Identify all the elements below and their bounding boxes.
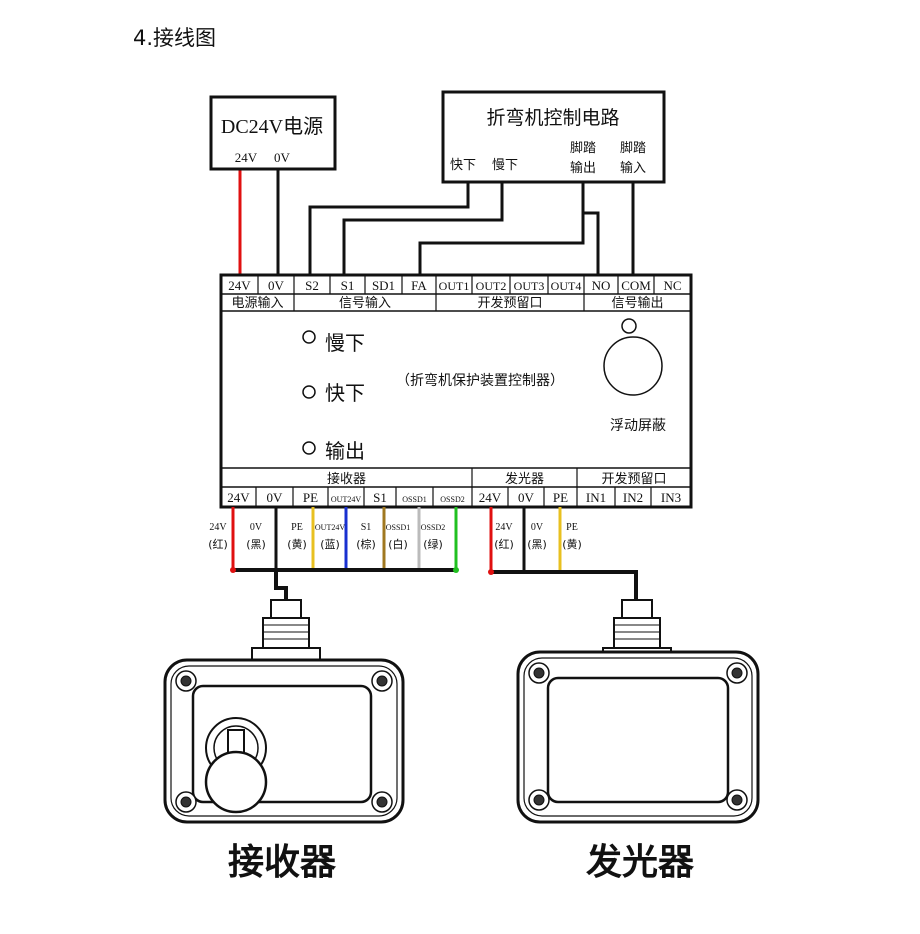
top-group-label: 信号输出 <box>611 295 663 311</box>
bottom-group-label: 发光器 <box>505 471 544 487</box>
key-switch-icon <box>204 717 268 814</box>
wire-label-terminal: S1 <box>361 522 372 533</box>
bottom-group-label: 接收器 <box>327 471 366 487</box>
indicator-slow-down: 慢下 <box>302 330 365 355</box>
receiver-device <box>163 599 405 824</box>
top-terminal-label: OUT3 <box>514 279 545 293</box>
bottom-terminal-label: 24V <box>227 490 250 505</box>
wire-label-color: (绿) <box>423 537 443 551</box>
wire-label-terminal: PE <box>291 522 303 533</box>
wire-label-terminal: OSSD1 <box>386 523 410 532</box>
top-terminal-label: NC <box>663 278 681 293</box>
float-shield-label: 浮动屏蔽 <box>610 418 666 434</box>
bottom-terminal-label: 0V <box>267 490 284 505</box>
label-foot-in-1: 脚踏 <box>620 140 646 156</box>
wire-label-color: (黑) <box>246 538 266 551</box>
page-heading: 4.接线图 <box>133 26 217 50</box>
top-terminal-label: OUT2 <box>476 279 507 293</box>
top-terminal-label: COM <box>621 278 651 293</box>
tx-bus <box>491 570 638 600</box>
wire-label-color: (蓝) <box>320 538 340 551</box>
label-foot-in-2: 输入 <box>620 160 646 176</box>
indicator-led-icon <box>302 330 316 344</box>
wire-fast-down <box>308 183 470 275</box>
bottom-terminal-label: IN3 <box>661 490 681 505</box>
indicator-fast-down: 快下 <box>302 381 365 405</box>
receiver-label: 接收器 <box>228 842 337 883</box>
power-terminal-0v: 0V <box>274 150 291 165</box>
emitter-label: 发光器 <box>586 842 695 883</box>
emitter-device <box>516 599 760 824</box>
bottom-terminal-label: OSSD1 <box>402 495 426 504</box>
bender-title: 折弯机控制电路 <box>486 107 619 129</box>
wire-foot-out-no <box>583 211 600 275</box>
bottom-terminal-label: IN1 <box>586 490 606 505</box>
bottom-terminal-label: 0V <box>518 490 535 505</box>
bottom-wires <box>231 507 638 600</box>
power-title: DC24V电源 <box>221 115 323 138</box>
top-terminal-label: S2 <box>305 278 319 293</box>
top-group-label: 信号输入 <box>339 295 391 311</box>
top-terminal-label: SD1 <box>372 278 395 293</box>
wire-label-terminal: OUT24V <box>315 523 345 532</box>
label-fast-down: 快下 <box>450 158 476 173</box>
top-terminal-label: NO <box>592 278 611 293</box>
wire-label-color: (棕) <box>356 537 376 551</box>
power-supply-box: DC24V电源 24V 0V <box>209 95 337 171</box>
top-terminal-label: OUT4 <box>551 279 582 293</box>
top-terminal-label: 0V <box>268 278 285 293</box>
float-shield-knob-icon <box>603 336 663 396</box>
power-terminal-24v: 24V <box>235 150 258 165</box>
indicator-label: 慢下 <box>325 331 365 355</box>
wire-slow-down <box>342 183 504 275</box>
indicator-label: 快下 <box>325 381 365 405</box>
indicator-label: 输出 <box>325 439 365 463</box>
top-terminal-label: S1 <box>341 278 355 293</box>
bender-control-box: 折弯机控制电路 快下 慢下 脚踏 输出 脚踏 输入 <box>441 90 666 184</box>
wire-label-terminal: 24V <box>495 522 513 533</box>
wire-label-color: (白) <box>388 537 408 551</box>
bottom-terminal-label: OSSD2 <box>440 495 464 504</box>
bottom-terminal-label: S1 <box>373 490 387 505</box>
wire-label-terminal: 0V <box>531 522 544 533</box>
wire-label-terminal: PE <box>566 522 578 533</box>
wire-label-terminal: 0V <box>250 522 263 533</box>
bottom-terminal-label: IN2 <box>623 490 643 505</box>
bottom-terminal-label: PE <box>303 490 318 505</box>
bottom-terminal-label: OUT24V <box>331 495 361 504</box>
rx-cable <box>274 570 288 600</box>
shield-led-icon <box>621 318 637 334</box>
device-name: （折弯机保护装置控制器） <box>396 372 564 389</box>
wire-label-color: (红) <box>494 538 514 551</box>
top-group-label: 电源输入 <box>231 295 283 311</box>
wire-label-color: (黑) <box>527 538 547 551</box>
top-group-label: 开发预留口 <box>477 295 542 311</box>
wire-label-color: (红) <box>208 538 228 551</box>
bottom-terminal-label: 24V <box>479 490 502 505</box>
label-foot-out-2: 输出 <box>570 160 596 176</box>
bottom-group-label: 开发预留口 <box>601 471 666 487</box>
bottom-terminal-label: PE <box>553 490 568 505</box>
top-terminal-label: FA <box>411 278 427 293</box>
indicator-led-icon <box>302 385 316 399</box>
wire-label-color: (黄) <box>562 537 582 551</box>
top-wires <box>238 168 635 275</box>
wire-label-color: (黄) <box>287 537 307 551</box>
bottom-wire-dots <box>230 567 494 575</box>
wire-label-terminal: OSSD2 <box>421 523 445 532</box>
indicator-output: 输出 <box>302 439 365 463</box>
top-terminal-label: OUT1 <box>439 279 470 293</box>
label-foot-out-1: 脚踏 <box>570 140 596 156</box>
indicator-led-icon <box>302 441 316 455</box>
label-slow-down: 慢下 <box>492 157 518 173</box>
wire-label-terminal: 24V <box>209 522 227 533</box>
top-terminal-label: 24V <box>228 278 251 293</box>
